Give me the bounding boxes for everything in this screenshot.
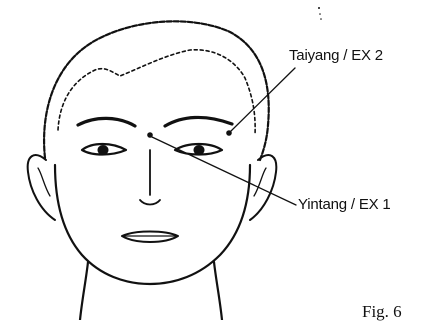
yintang-label: Yintang / EX 1 — [298, 196, 391, 213]
taiyang-leader-line — [230, 68, 295, 132]
right-eyebrow — [165, 117, 232, 126]
yintang-leader-line — [152, 137, 296, 205]
nose — [140, 150, 160, 205]
mouth — [122, 232, 178, 243]
face-jaw — [55, 165, 250, 284]
left-ear — [28, 155, 55, 220]
taiyang-label: Taiyang / EX 2 — [289, 47, 383, 64]
figure-caption: Fig. 6 — [362, 302, 402, 322]
right-ear — [250, 155, 276, 220]
left-eyebrow — [78, 118, 135, 126]
